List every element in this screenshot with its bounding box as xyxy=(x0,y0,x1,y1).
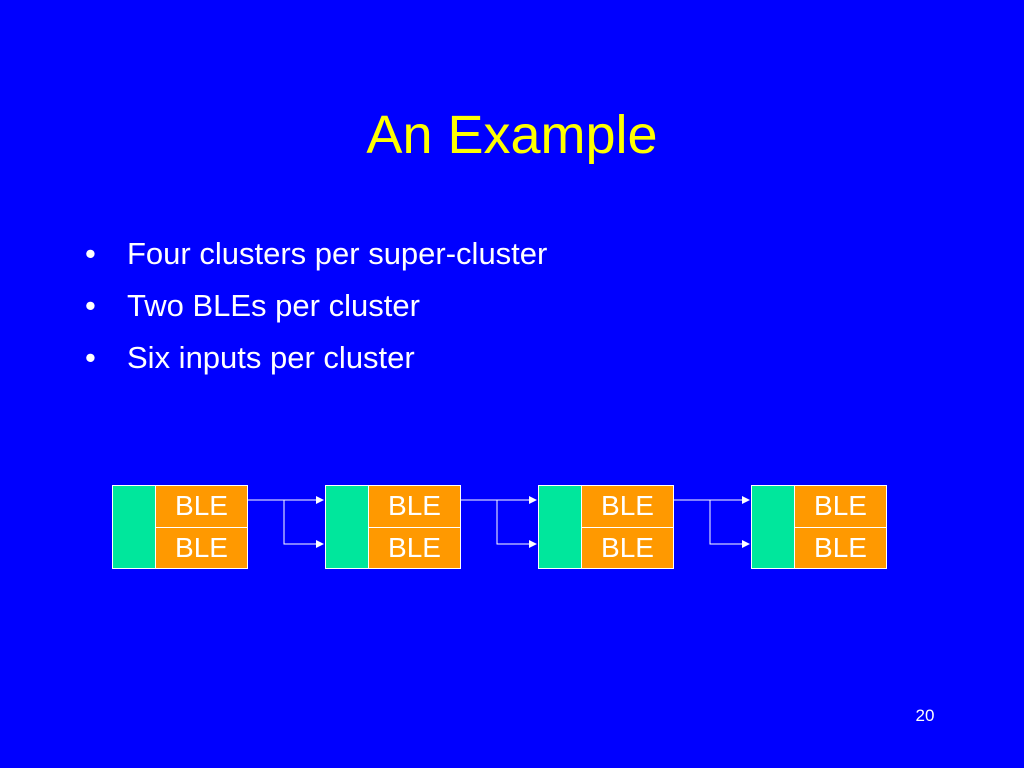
cluster-input-block xyxy=(752,486,794,568)
bullet-item: • Four clusters per super-cluster xyxy=(85,228,547,280)
cluster: BLE BLE xyxy=(112,485,248,569)
ble-block: BLE xyxy=(794,486,886,527)
arrow-to-next-cluster-bottom xyxy=(709,500,750,548)
ble-stack: BLE BLE xyxy=(794,486,886,568)
bullet-text: Two BLEs per cluster xyxy=(127,288,420,323)
cluster-input-block xyxy=(539,486,581,568)
ble-block: BLE xyxy=(155,486,247,527)
ble-stack: BLE BLE xyxy=(155,486,247,568)
bullet-item: • Six inputs per cluster xyxy=(85,332,547,384)
bullet-dot-icon: • xyxy=(85,340,96,375)
cluster: BLE BLE xyxy=(538,485,674,569)
ble-stack: BLE BLE xyxy=(368,486,460,568)
bullet-text: Six inputs per cluster xyxy=(127,340,415,375)
arrow-to-next-cluster-bottom xyxy=(496,500,537,548)
cluster: BLE BLE xyxy=(751,485,887,569)
ble-block: BLE xyxy=(368,486,460,527)
bullet-list: • Four clusters per super-cluster • Two … xyxy=(85,228,547,384)
ble-block: BLE xyxy=(794,526,886,568)
page-number: 20 xyxy=(915,706,935,725)
bullet-dot-icon: • xyxy=(85,288,96,323)
cluster: BLE BLE xyxy=(325,485,461,569)
ble-block: BLE xyxy=(581,486,673,527)
cluster-input-block xyxy=(326,486,368,568)
ble-block: BLE xyxy=(581,526,673,568)
slide-title: An Example xyxy=(366,105,658,165)
ble-stack: BLE BLE xyxy=(581,486,673,568)
bullet-item: • Two BLEs per cluster xyxy=(85,280,547,332)
cluster-input-block xyxy=(113,486,155,568)
bullet-dot-icon: • xyxy=(85,236,96,271)
ble-block: BLE xyxy=(155,526,247,568)
ble-block: BLE xyxy=(368,526,460,568)
bullet-text: Four clusters per super-cluster xyxy=(127,236,548,271)
arrow-to-next-cluster-bottom xyxy=(283,500,324,548)
